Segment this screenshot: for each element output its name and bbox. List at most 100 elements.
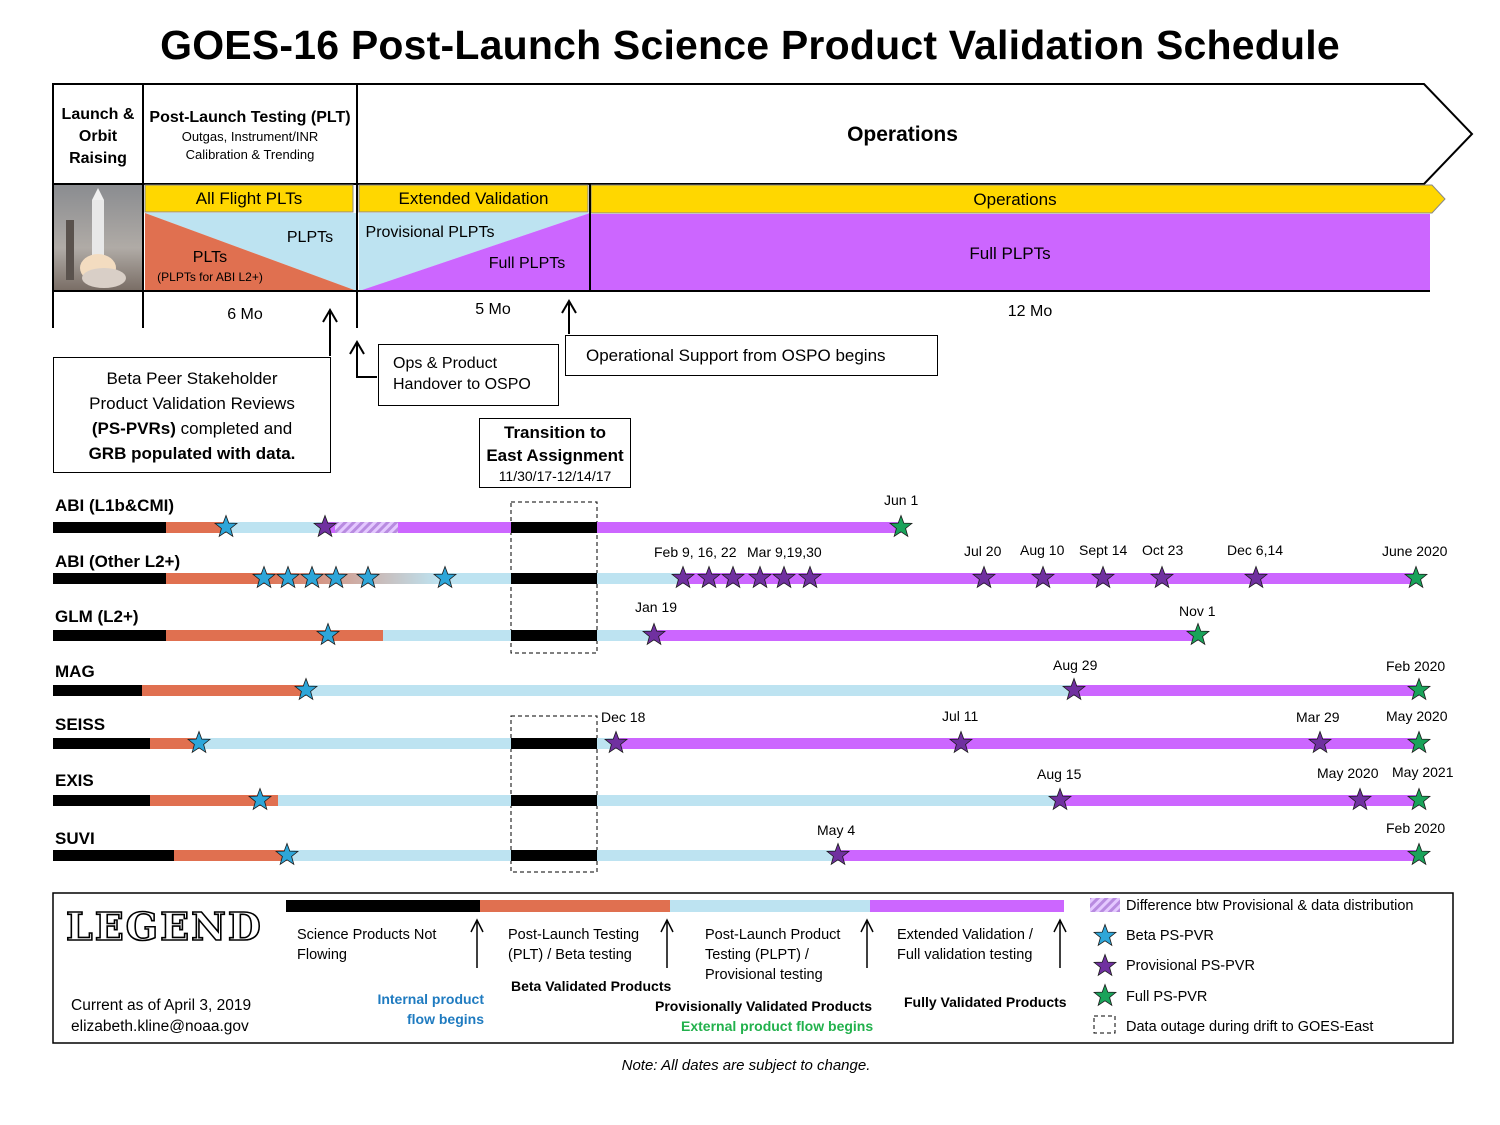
- legend-seg4: Extended Validation /Full validation tes…: [897, 925, 1033, 965]
- transition-callout: Transition to East Assignment 11/30/17-1…: [479, 418, 631, 488]
- timeline-segment: [150, 795, 278, 806]
- legend-seg3-line1: Post-Launch Product: [705, 927, 841, 943]
- legend-seg2-line1: Post-Launch Testing: [508, 927, 640, 943]
- hatch-swatch: [1090, 898, 1120, 912]
- outage-box-2: [510, 715, 598, 873]
- beta-callout-line3-bold: (PS-PVRs): [91, 419, 176, 438]
- provisional-pvr-star: [1150, 565, 1174, 589]
- page-title: GOES-16 Post-Launch Science Product Vali…: [160, 22, 1340, 68]
- timeline-row: [53, 787, 1431, 811]
- timeline-segment: [838, 850, 1419, 861]
- provisional-pvr-star: [798, 565, 822, 589]
- date-glm-full: Nov 1: [1179, 603, 1216, 619]
- launch-phase-label: Launch & Orbit Raising: [61, 106, 135, 167]
- provisional-pvr-star: [826, 842, 850, 866]
- legend-current-date: Current as of April 3, 2019: [71, 997, 252, 1014]
- all-flight-plts-bar: All Flight PLTs: [195, 189, 303, 208]
- beta-pvr-star: [324, 565, 348, 589]
- legend-internal-line2: flow begins: [407, 1011, 484, 1027]
- legend-external-flow: External product flow begins: [681, 1018, 874, 1034]
- legend-seg4-line2: Full validation testing: [897, 947, 1033, 963]
- phase-header: [52, 83, 1474, 328]
- timeline-row: [53, 514, 913, 538]
- beta-callout-line2: Product Validation Reviews: [89, 394, 295, 413]
- provisional-pvr-star: [642, 622, 666, 646]
- full-pvr-star: [1404, 565, 1428, 589]
- row-label-abi-l1b: ABI (L1b&CMI): [55, 496, 174, 515]
- date-suvi-prov: May 4: [817, 822, 856, 838]
- date-abi2-mar: Mar 9,19,30: [747, 544, 822, 560]
- legend-seg1-line2: Flowing: [297, 947, 347, 963]
- timeline-row: [53, 730, 1431, 754]
- timeline-segment: [511, 630, 597, 641]
- plt-phase-subtitle: Outgas, Instrument/INR Calibration & Tre…: [181, 129, 319, 162]
- transition-line2: East Assignment: [486, 446, 624, 465]
- beta-pvr-star: [276, 565, 300, 589]
- timeline-segment: [440, 573, 511, 584]
- beta-pvr-star: [187, 730, 211, 754]
- full-pvr-star: [1407, 787, 1431, 811]
- full-plpts-label-2: Full PLPTs: [969, 244, 1051, 263]
- product-rows: [53, 514, 1431, 866]
- timeline-segment: [53, 630, 166, 641]
- legend-seg1-line1: Science Products Not: [297, 927, 437, 943]
- date-glm-prov: Jan 19: [635, 599, 678, 615]
- beta-callout-line1: Beta Peer Stakeholder: [106, 369, 278, 388]
- date-abi2-sep: Sept 14: [1079, 542, 1128, 558]
- timeline-segment: [616, 738, 1419, 749]
- provisional-pvr-star: [1031, 565, 1055, 589]
- full-pvr-star: [889, 514, 913, 538]
- beta-pvr-star: [433, 565, 457, 589]
- timeline-segment: [53, 685, 142, 696]
- beta-callout-line4: GRB populated with data.: [88, 444, 296, 463]
- operations-bar: Operations: [973, 190, 1057, 209]
- timeline-row: [53, 622, 1210, 646]
- provisional-pvr-star: [671, 565, 695, 589]
- provisional-pvr-star: [1348, 787, 1372, 811]
- timeline-segment: [53, 522, 166, 533]
- row-label-abi-l2: ABI (Other L2+): [55, 552, 181, 571]
- legend-seg2: Post-Launch Testing(PLT) / Beta testing: [508, 925, 639, 965]
- timeline-segment: [398, 522, 511, 533]
- operations-phase-title: Operations: [847, 123, 958, 146]
- ospo-callout: Operational Support from OSPO begins: [565, 335, 938, 376]
- date-abi2-jul: Jul 20: [964, 543, 1002, 559]
- timeline-segment: [511, 573, 597, 584]
- row-label-glm: GLM (L2+): [55, 607, 139, 626]
- timeline-segment: [166, 522, 226, 533]
- handover-line2: Handover to OSPO: [393, 376, 531, 393]
- timeline-segment: [199, 738, 511, 749]
- timeline-row: [53, 677, 1431, 701]
- timeline-segment: [511, 738, 597, 749]
- date-mag-prov: Aug 29: [1053, 657, 1098, 673]
- row-label-suvi: SUVI: [55, 829, 95, 848]
- provisional-pvr-star: [748, 565, 772, 589]
- beta-callout-line3-rest: completed and: [175, 419, 293, 438]
- date-abi2-oct: Oct 23: [1142, 542, 1184, 558]
- provisional-pvr-star: [604, 730, 628, 754]
- legend-box: [52, 892, 1454, 1044]
- date-exis-prov: Aug 15: [1037, 766, 1082, 782]
- date-mag-full: Feb 2020: [1386, 658, 1446, 674]
- timeline-segment: [511, 795, 597, 806]
- timeline-segment: [53, 850, 174, 861]
- duration-12mo: 12 Mo: [1007, 303, 1053, 320]
- plts-label: PLTs: [192, 249, 228, 266]
- legend-prov-pvr: Provisional PS-PVR: [1126, 958, 1255, 974]
- duration-5mo: 5 Mo: [475, 301, 511, 318]
- timeline-segment: [287, 850, 511, 861]
- timeline-segment: [1074, 685, 1419, 696]
- row-label-exis: EXIS: [55, 771, 94, 790]
- legend-email: elizabeth.kline@noaa.gov: [71, 1018, 249, 1035]
- legend-full-pvr: Full PS-PVR: [1126, 989, 1208, 1005]
- provisional-plpts-label: Provisional PLPTs: [365, 224, 495, 241]
- extended-validation-bar: Extended Validation: [398, 189, 549, 208]
- beta-pvr-star: [356, 565, 380, 589]
- timeline-segment: [226, 522, 325, 533]
- date-abi2-dec: Dec 6,14: [1227, 542, 1284, 558]
- transition-dates: 11/30/17-12/14/17: [498, 468, 612, 484]
- date-seiss-jul: Jul 11: [942, 708, 979, 724]
